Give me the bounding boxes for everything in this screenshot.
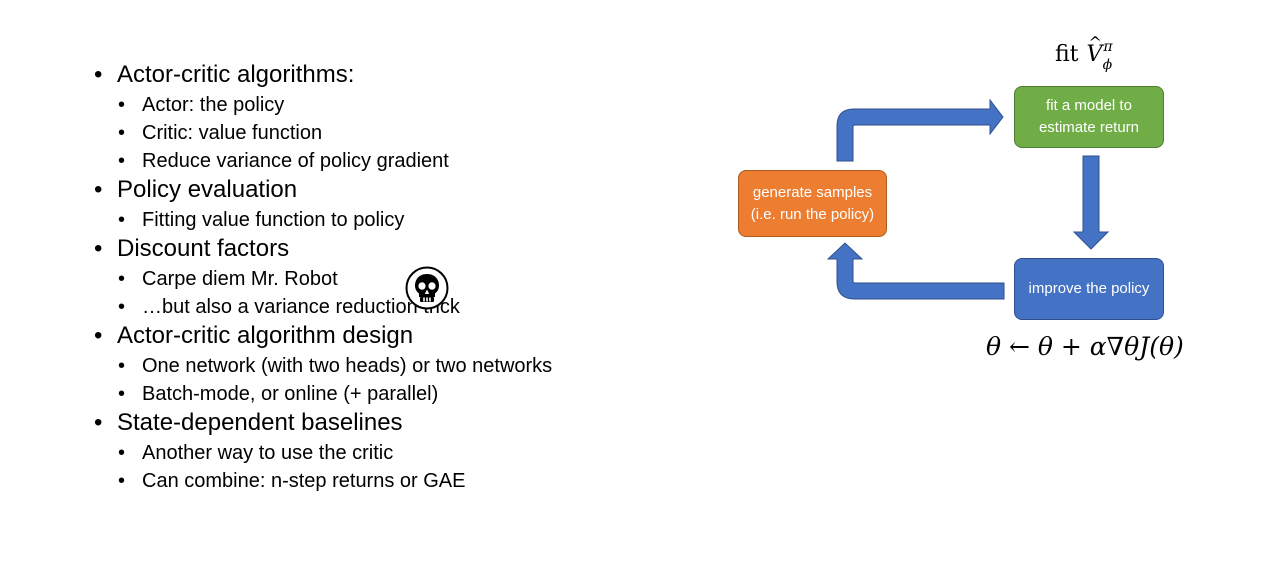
bullet-group-policy-evaluation: Policy evaluation Fitting value function… [94,175,734,234]
sub-bullet: One network (with two heads) or two netw… [118,352,734,380]
bullet-actor-critic-algorithm-design: Actor-critic algorithm design [94,321,734,350]
bullet-state-dependent-baselines: State-dependent baselines [94,408,734,437]
sub-bullet: …but also a variance reduction trick [118,293,734,321]
bullet-actor-critic-algorithms: Actor-critic algorithms: [94,60,734,89]
phi-subscript: ϕ [1102,57,1113,73]
sub-bullet: Fitting value function to policy [118,206,734,234]
bullet-group-actor-critic: Actor-critic algorithms: Actor: the poli… [94,60,734,175]
sub-list: Actor: the policy Critic: value function… [118,91,734,175]
sub-bullet: Reduce variance of policy gradient [118,147,734,175]
sub-list: Carpe diem Mr. Robot …but also a varianc… [118,265,734,321]
outline: Actor-critic algorithms: Actor: the poli… [94,60,734,495]
fit-value-function-label: fit Vπϕ [1055,28,1113,73]
pi-superscript: π [1103,39,1113,55]
bullet-policy-evaluation: Policy evaluation [94,175,734,204]
sub-list: Another way to use the critic Can combin… [118,439,734,495]
improve-policy-box: improve the policy [1014,258,1164,320]
generate-samples-box: generate samples (i.e. run the policy) [738,170,887,237]
sub-bullet: Carpe diem Mr. Robot [118,265,734,293]
bullet-group-baselines: State-dependent baselines Another way to… [94,408,734,495]
fit-model-label: fit a model to estimate return [1038,97,1140,136]
arrow-improve-to-samples [826,242,1005,300]
arrow-fit-to-improve [1072,155,1110,250]
sub-bullet: Batch-mode, or online (+ parallel) [118,380,734,408]
sub-list: One network (with two heads) or two netw… [118,352,734,408]
improve-policy-label: improve the policy [1028,280,1150,297]
arrow-samples-to-fit [836,98,1004,162]
skull-icon [405,266,449,310]
policy-update-rule: θ ← θ + α∇θJ(θ) [986,332,1184,361]
fit-model-box: fit a model to estimate return [1014,86,1164,148]
sub-bullet: Can combine: n-step returns or GAE [118,467,734,495]
sub-bullet: Another way to use the critic [118,439,734,467]
bullet-discount-factors: Discount factors [94,234,734,263]
sub-list: Fitting value function to policy [118,206,734,234]
sub-bullet: Critic: value function [118,119,734,147]
bullet-group-discount-factors: Discount factors Carpe diem Mr. Robot …b… [94,234,734,321]
v-hat-symbol: V [1087,28,1103,70]
bullet-group-algorithm-design: Actor-critic algorithm design One networ… [94,321,734,408]
generate-samples-label: generate samples (i.e. run the policy) [750,183,875,223]
sub-bullet: Actor: the policy [118,91,734,119]
fit-text: fit [1055,42,1079,67]
